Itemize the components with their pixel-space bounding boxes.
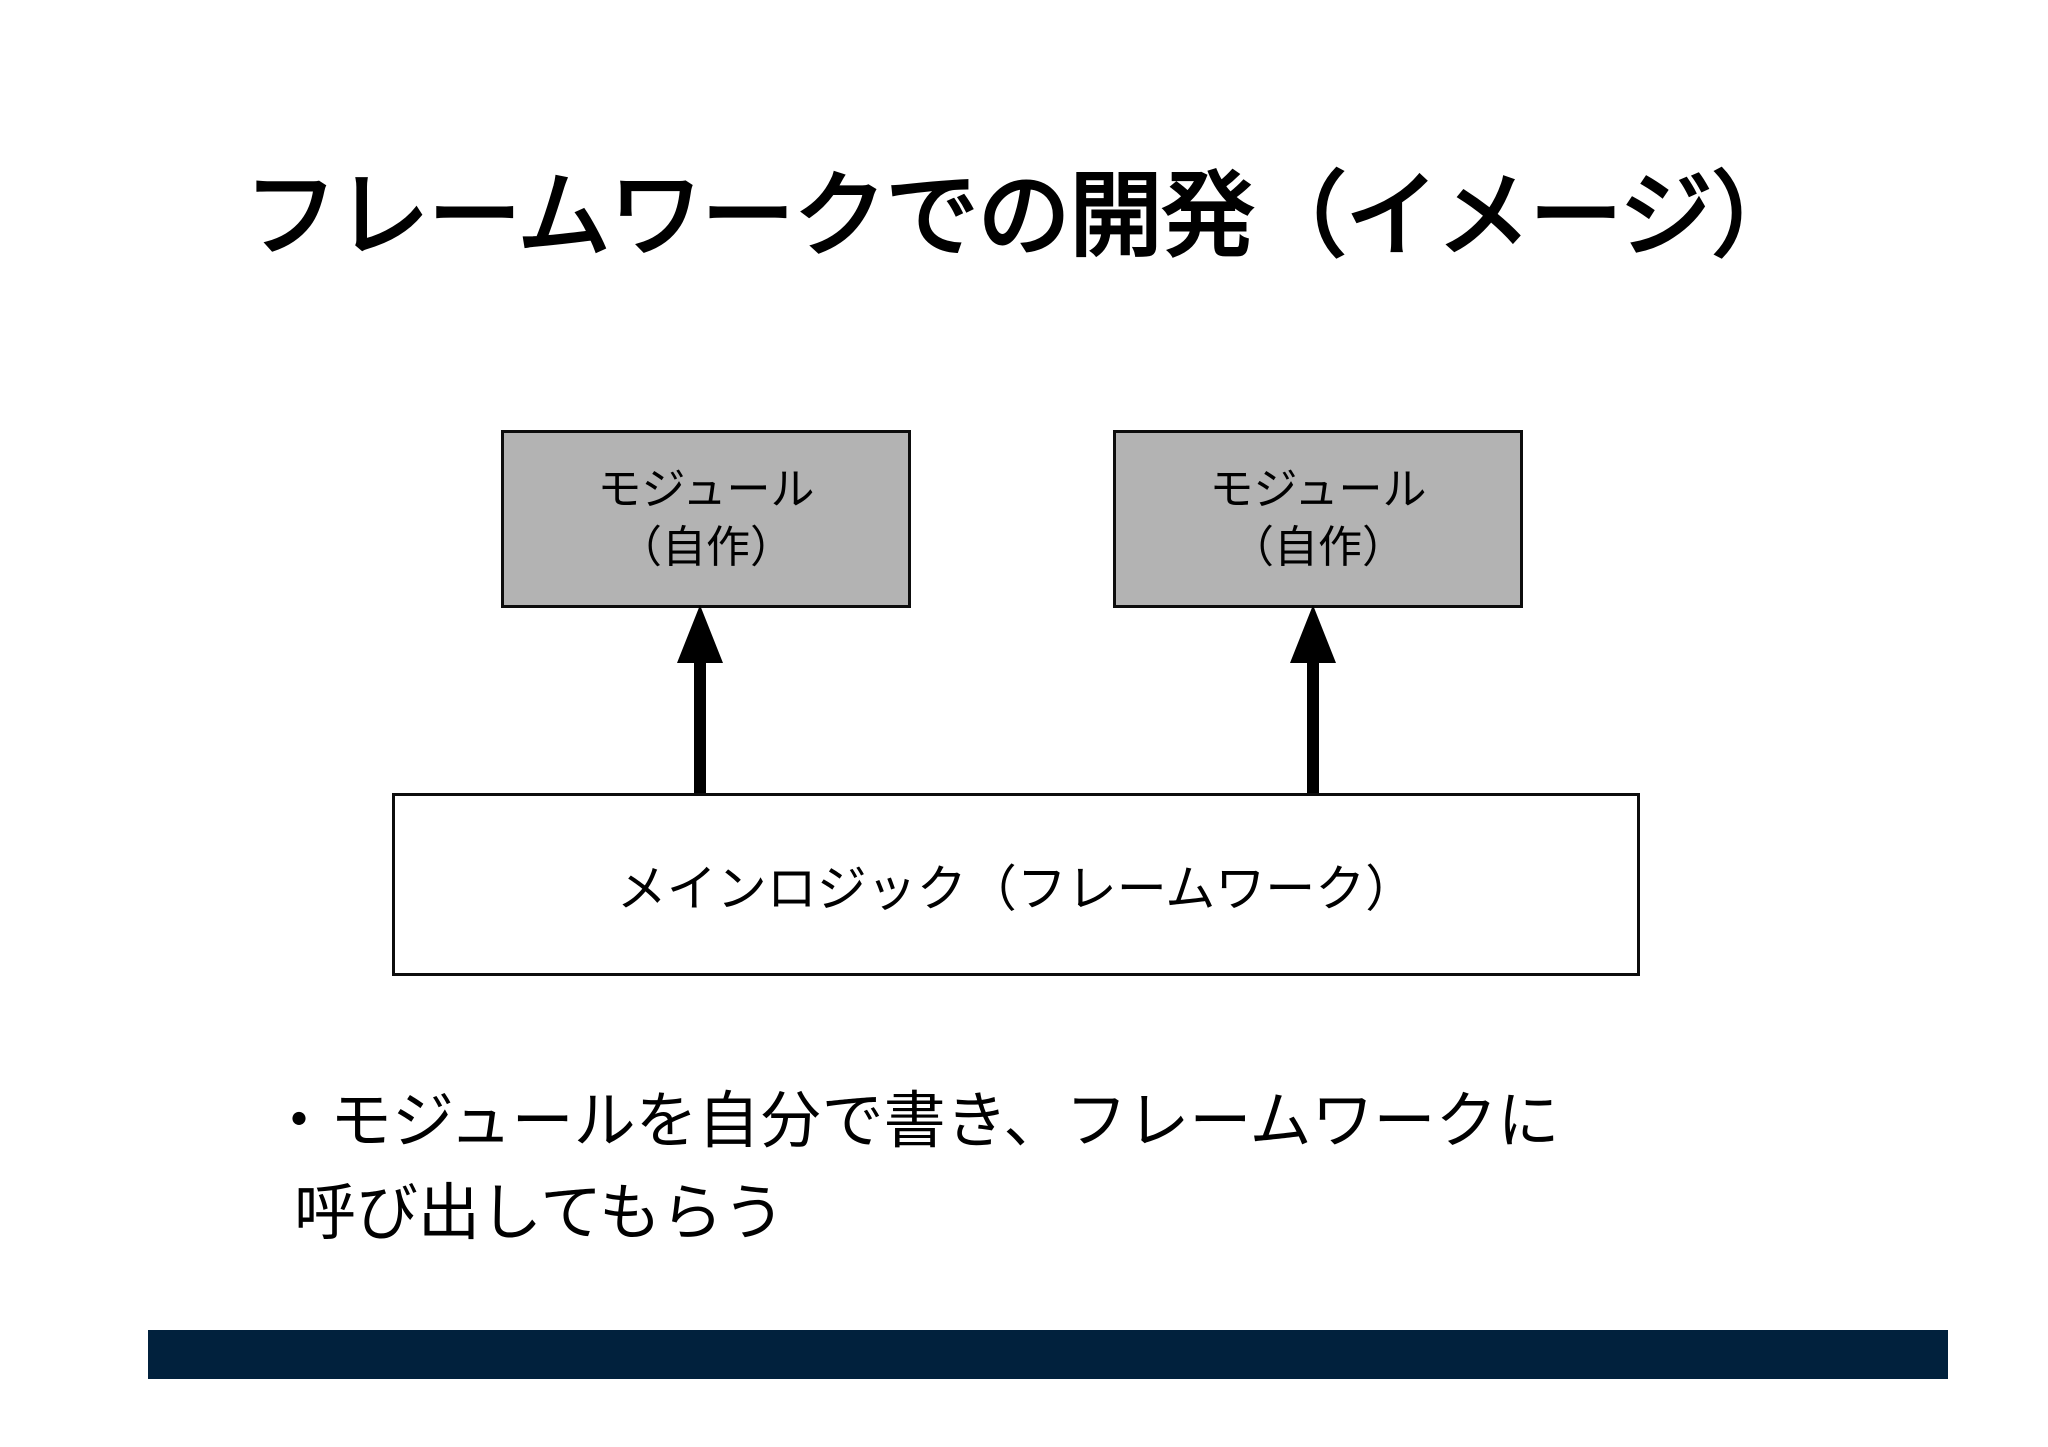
arrow-up-icon-left [677,605,723,795]
module-box-left-line1: モジュール [597,464,815,514]
main-logic-box-label: メインロジック（フレームワーク） [616,860,1416,917]
module-box-right-line1: モジュール [1209,464,1427,514]
bullet-line-1: ・モジュールを自分で書き、フレームワークに [268,1087,1560,1156]
module-box-left[interactable]: モジュール （自作） [501,430,911,608]
module-box-right[interactable]: モジュール （自作） [1113,430,1523,608]
main-logic-box[interactable]: メインロジック（フレームワーク） [392,793,1640,976]
bullet-list: ・モジュールを自分で書き、フレームワークに 呼び出してもらう [268,1076,1768,1260]
bullet-line-2: 呼び出してもらう [294,1178,786,1248]
page-title: フレームワークでの開発（イメージ） [244,164,1804,268]
arrow-up-icon-right [1290,605,1336,795]
module-box-right-line2: （自作） [1230,523,1406,572]
footer-bar [148,1330,1948,1379]
module-box-left-line2: （自作） [618,523,794,572]
